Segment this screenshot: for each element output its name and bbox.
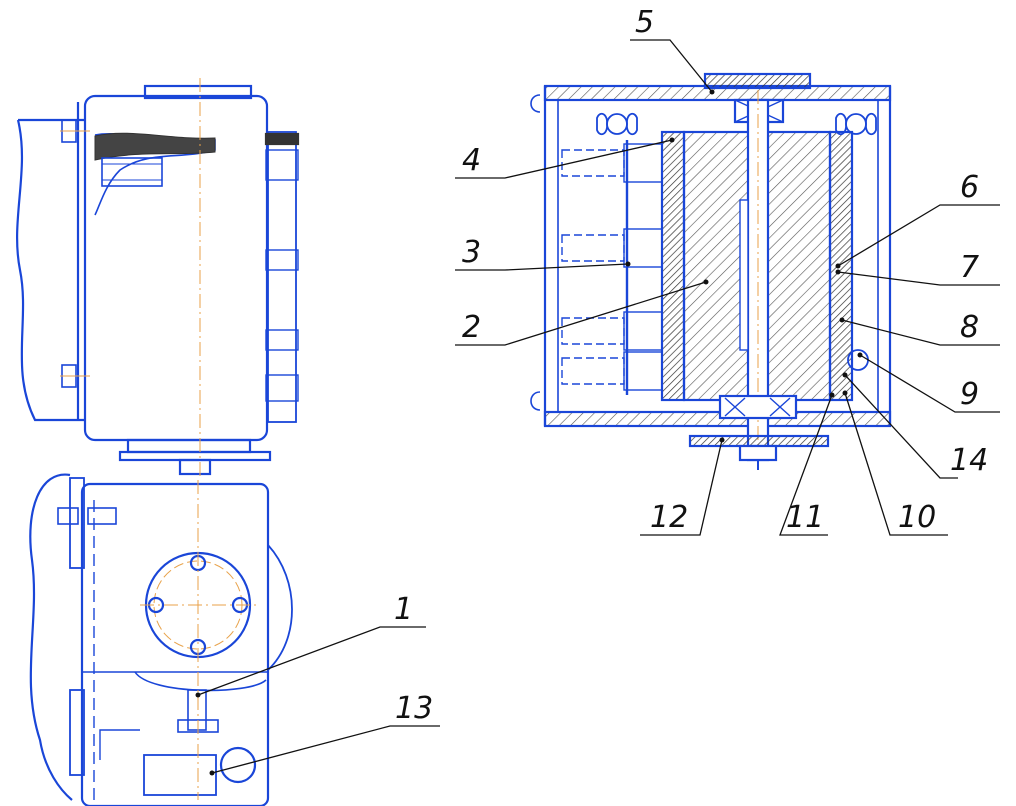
right-section-view: [530, 72, 892, 470]
drum-left-wall: [660, 130, 686, 402]
leader-lines: [197, 39, 1000, 774]
break-line: [16, 118, 85, 422]
callouts: 5 4 3 2 6 7 8 9 14 10 11 12 1 13: [394, 5, 988, 726]
bottom-left-view: [29, 473, 293, 806]
callout-6: 6: [960, 170, 979, 205]
leader-dots: [195, 89, 863, 776]
callout-8: 8: [960, 310, 979, 345]
callout-5: 5: [635, 5, 654, 40]
callout-1: 1: [394, 592, 413, 627]
callout-12: 12: [650, 500, 688, 535]
break-line-lower: [29, 473, 73, 801]
gearbox-body: [80, 482, 270, 806]
callout-11: 11: [786, 500, 824, 535]
callout-7: 7: [960, 250, 979, 285]
callout-14: 14: [950, 443, 988, 478]
callout-4: 4: [462, 143, 481, 178]
bottom-flange: [126, 438, 252, 454]
bottom-plate: [543, 410, 892, 428]
callout-3: 3: [462, 235, 481, 270]
callout-2: 2: [462, 310, 481, 345]
top-left-view: [16, 78, 300, 480]
sample-holders: [561, 140, 663, 395]
callout-10: 10: [898, 500, 936, 535]
callout-9: 9: [960, 377, 979, 412]
bottom-drive-flange: [688, 434, 830, 448]
housing-top-cap: [143, 84, 253, 100]
callout-13: 13: [395, 691, 433, 726]
